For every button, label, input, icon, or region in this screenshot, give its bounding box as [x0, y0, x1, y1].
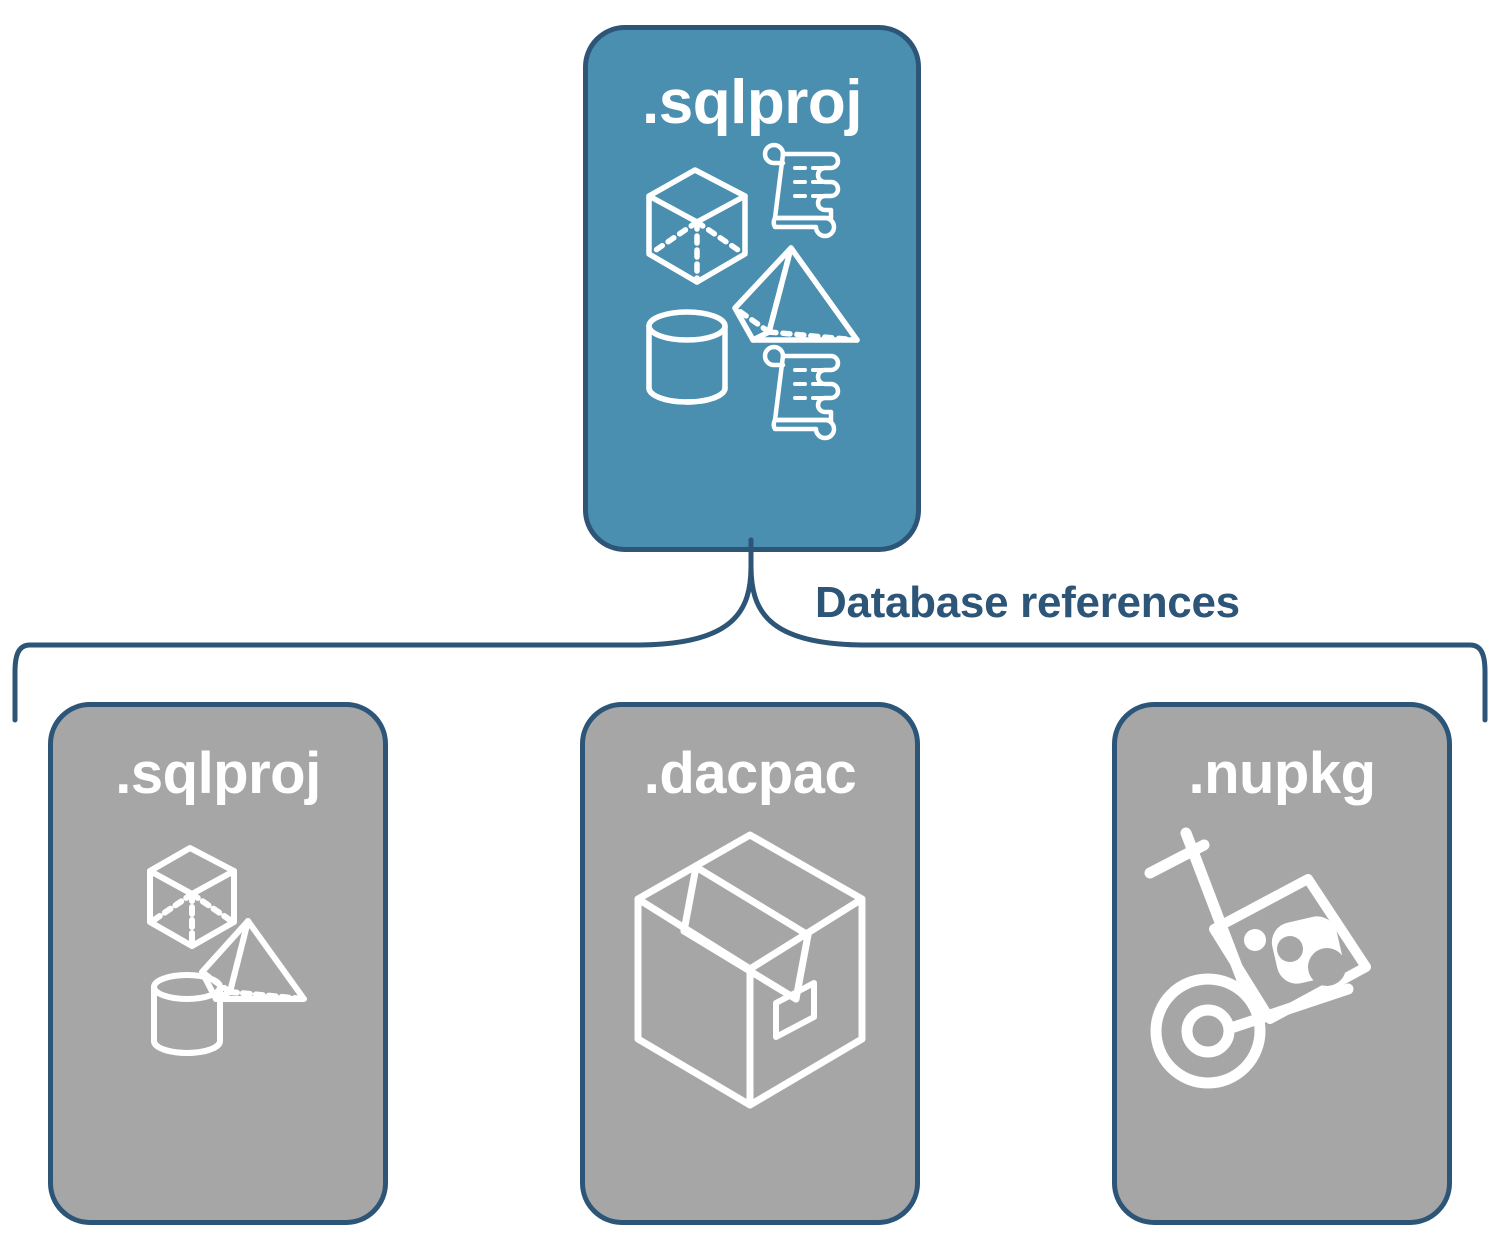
- sqlproj-icon-group: [108, 827, 328, 1067]
- scroll-icon: [762, 142, 841, 239]
- node-card-sqlproj[interactable]: .sqlproj: [48, 702, 388, 1225]
- node-card-nupkg[interactable]: .nupkg: [1112, 702, 1452, 1225]
- hand-truck-nuget-package-icon: [1144, 827, 1371, 1089]
- brace-left-arm: [12, 563, 754, 723]
- cylinder-wireframe-icon: [646, 309, 728, 405]
- node-card-dacpac[interactable]: .dacpac: [580, 702, 920, 1225]
- node-label-root-sqlproj: .sqlproj: [642, 68, 862, 137]
- node-label-nupkg: .nupkg: [1188, 741, 1376, 806]
- dacpac-icon-group: [620, 827, 880, 1117]
- scroll-icon: [762, 344, 841, 441]
- node-card-root-sqlproj[interactable]: .sqlproj: [583, 25, 921, 552]
- nupkg-icon-group: [1142, 827, 1422, 1097]
- nuget-logo-dots: [1244, 929, 1266, 951]
- node-label-sqlproj: .sqlproj: [115, 741, 321, 806]
- nuget-logo-cutouts: [1277, 936, 1346, 986]
- connector-label-database-references: Database references: [815, 578, 1240, 627]
- node-label-dacpac: .dacpac: [643, 741, 857, 806]
- pyramid-wireframe-icon: [732, 245, 860, 343]
- root-icon-group: [637, 142, 867, 441]
- cube-wireframe-icon: [646, 167, 748, 285]
- cylinder-wireframe-icon: [151, 972, 223, 1056]
- cube-wireframe-icon: [147, 845, 237, 949]
- package-box-icon: [634, 831, 866, 1109]
